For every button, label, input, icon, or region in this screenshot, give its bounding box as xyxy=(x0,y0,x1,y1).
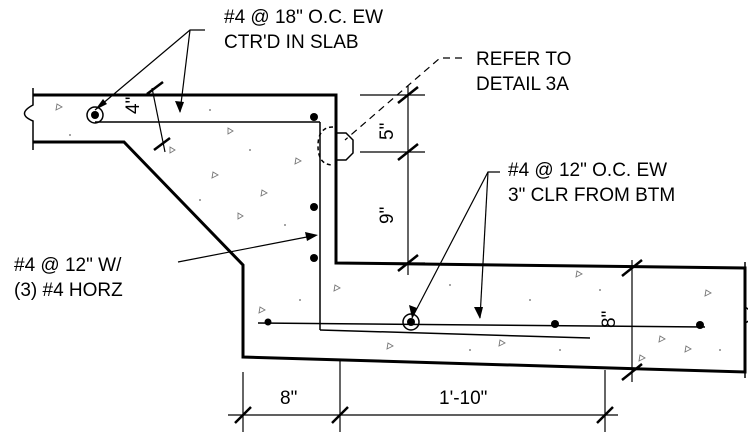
dim-step-height: 9" xyxy=(377,206,398,224)
rebar-dot-wall-low xyxy=(310,254,318,262)
refer-detail-note: REFER TO DETAIL 3A xyxy=(476,47,571,97)
keyway-dashed xyxy=(317,126,334,166)
dim-h-tick-2 xyxy=(331,406,349,424)
dim-slab-tick-1 xyxy=(146,81,164,95)
rebar-dot-footing-center xyxy=(407,318,415,326)
dim-foot-tick-1 xyxy=(621,259,643,277)
rebar-dot-slab xyxy=(91,111,99,119)
arrowhead-slab-2 xyxy=(175,101,184,113)
dim-keyway-depth: 5" xyxy=(377,122,398,140)
refer-detail-note-line-1: REFER TO xyxy=(476,49,572,70)
dim-tick-2 xyxy=(397,143,419,161)
footing-rebar-note-line-1: #4 @ 12" O.C. EW xyxy=(508,160,668,181)
footing-note-leader-2 xyxy=(479,171,489,319)
wall-rebar-note: #4 @ 12" W/ (3) #4 HORZ xyxy=(14,253,123,303)
slab-rebar-note-line-1: #4 @ 18" O.C. EW xyxy=(224,7,384,28)
footing-rebar-note-line-2: 3" CLR FROM BTM xyxy=(508,185,676,206)
rebar-dot-wall-mid xyxy=(310,203,318,211)
footing-rebar-note: #4 @ 12" O.C. EW 3" CLR FROM BTM xyxy=(508,158,675,208)
footing-rebar-hook xyxy=(319,329,591,339)
rebar-dot-footing-left xyxy=(264,318,272,326)
rebar-dot-wall-top xyxy=(310,113,318,121)
dim-tick-3 xyxy=(397,254,419,272)
slab-note-leader-2 xyxy=(179,29,191,113)
dim-h-tick-3 xyxy=(596,406,614,424)
dim-foot-tick-2 xyxy=(621,363,643,381)
rebar-dot-footing-mid xyxy=(551,320,559,328)
dim-footing-thickness: 8" xyxy=(599,310,620,328)
dim-footing-length: 1'-10" xyxy=(439,388,488,409)
footing-rebar-bottom xyxy=(257,322,706,328)
rebar-ring-slab xyxy=(86,106,104,124)
refer-detail-note-line-2: DETAIL 3A xyxy=(476,74,569,95)
rebar-ring-footing xyxy=(402,313,420,331)
arrowhead-wall xyxy=(305,232,318,241)
arrowhead-footing-2 xyxy=(474,307,483,319)
keyway xyxy=(336,132,354,161)
dim-wall-width: 8" xyxy=(280,388,298,409)
dim-slab-tick-2 xyxy=(153,137,171,151)
slab-rebar-note-line-2: CTR'D IN SLAB xyxy=(224,32,359,53)
dim-slab-line xyxy=(151,87,166,153)
break-line-right xyxy=(744,262,748,378)
slab-rebar-note: #4 @ 18" O.C. EW CTR'D IN SLAB xyxy=(224,5,383,55)
dim-slab-thickness: 4" xyxy=(123,96,144,114)
dim-h-tick-1 xyxy=(234,406,252,424)
wall-rebar-note-line-2: (3) #4 HORZ xyxy=(14,280,123,301)
dim-tick-1 xyxy=(397,86,419,104)
break-line-left xyxy=(23,88,34,150)
wall-rebar-note-line-1: #4 @ 12" W/ xyxy=(14,255,122,276)
rebar-dot-footing-right xyxy=(696,321,704,329)
wall-note-leader xyxy=(177,235,313,263)
arrowhead-footing-1 xyxy=(409,305,417,318)
